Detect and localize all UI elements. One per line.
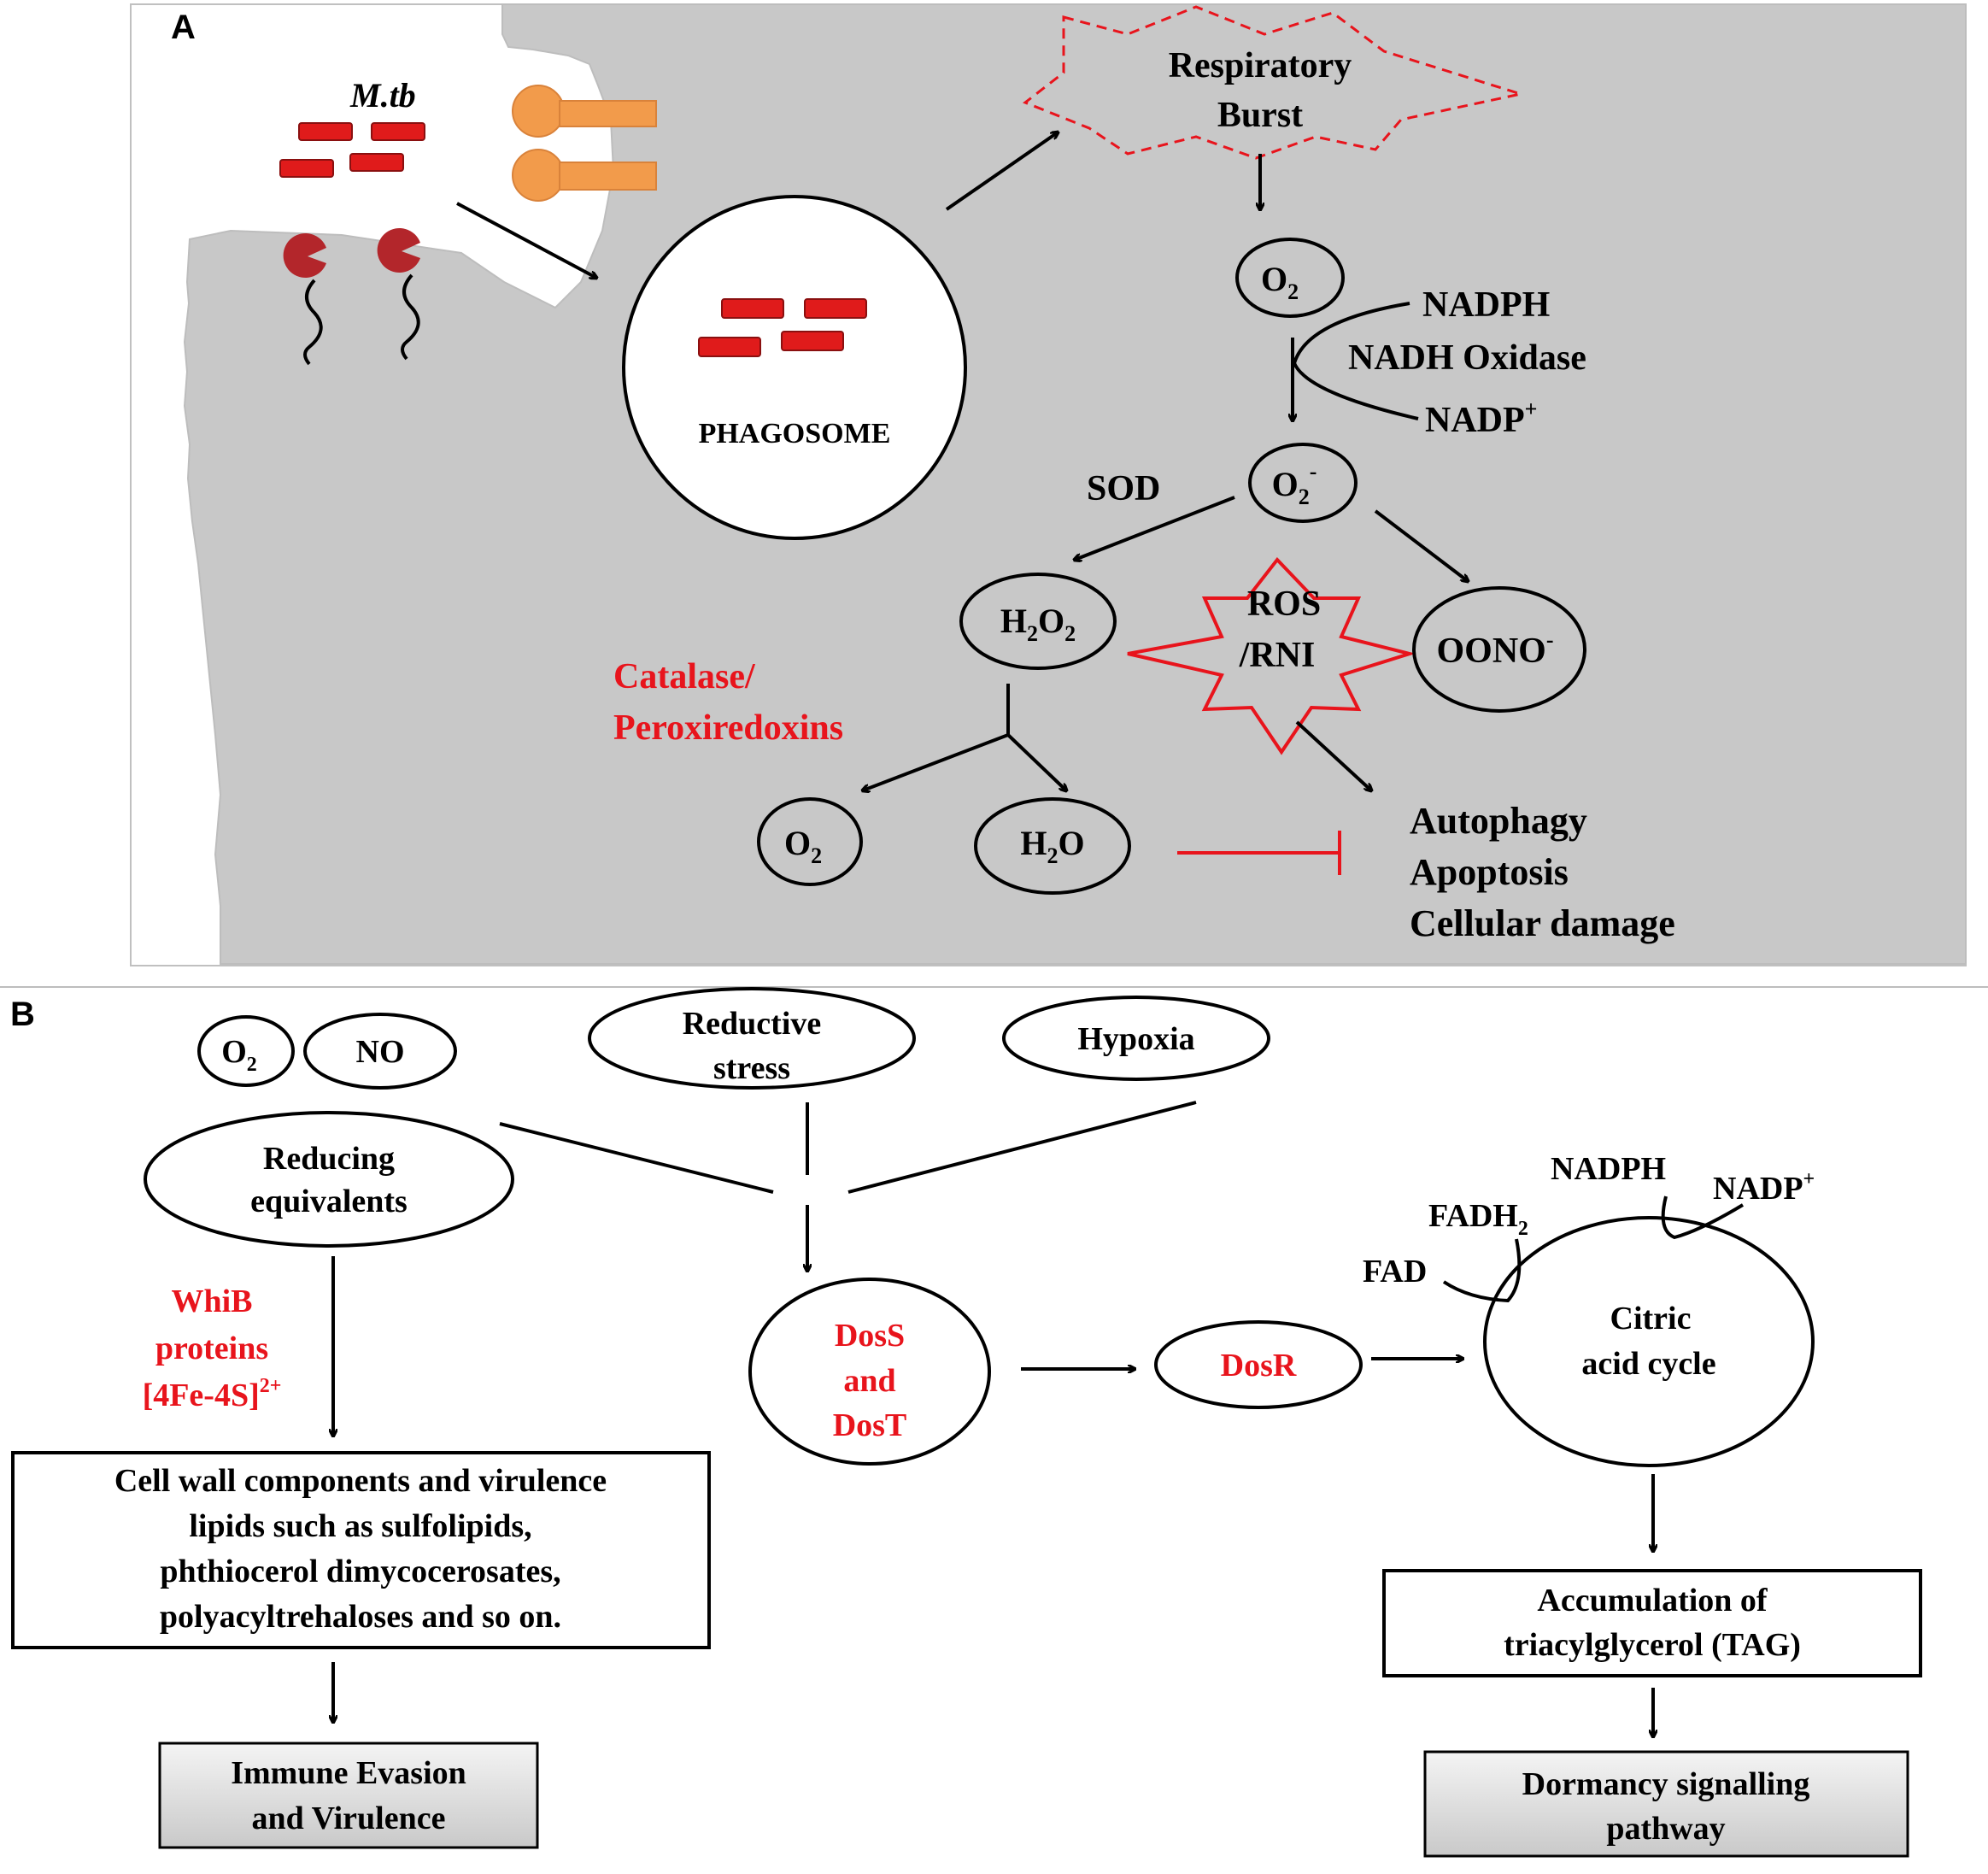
h2o-node bbox=[974, 797, 1131, 895]
immune-evasion-line1: Immune Evasion bbox=[231, 1755, 466, 1791]
proteins-label: proteins bbox=[155, 1331, 268, 1366]
nadph-cofactor-curve bbox=[1292, 302, 1419, 420]
dos-s-t-node bbox=[748, 1278, 991, 1466]
superoxide-node bbox=[1248, 443, 1358, 523]
cycle-nadph-label: NADPH bbox=[1551, 1151, 1666, 1187]
h2o-label: H2O bbox=[1020, 824, 1084, 868]
panel-b-label: B bbox=[10, 996, 35, 1033]
outcome-autophagy: Autophagy bbox=[1410, 800, 1587, 842]
tag-line2: triacylglycerol (TAG) bbox=[1504, 1627, 1801, 1663]
b-o2-node bbox=[197, 1015, 295, 1087]
outcome-apoptosis: Apoptosis bbox=[1410, 851, 1569, 893]
peroxiredoxins-label: Peroxiredoxins bbox=[613, 708, 843, 748]
dosr-label: DosR bbox=[1221, 1348, 1297, 1383]
mtb-label: M.tb bbox=[349, 76, 416, 115]
equivalents-label: equivalents bbox=[250, 1184, 408, 1219]
reducing-equivalents-node bbox=[144, 1111, 514, 1248]
oono-node bbox=[1412, 586, 1586, 713]
arrow-to-h2o bbox=[1006, 733, 1066, 790]
nadph-label: NADPH bbox=[1422, 285, 1550, 325]
nadp-label: NADP+ bbox=[1425, 397, 1537, 440]
o2-node bbox=[1235, 238, 1345, 318]
hypoxia-node bbox=[1002, 996, 1270, 1081]
whib-label: WhiB bbox=[171, 1284, 252, 1319]
immune-evasion-line2: and Virulence bbox=[252, 1801, 446, 1836]
panel-a: A M.tb PHAGOS bbox=[130, 3, 1967, 966]
respiratory-burst-star bbox=[1023, 5, 1526, 160]
panel-a-label: A bbox=[171, 9, 196, 46]
o2-product-label: O2 bbox=[784, 824, 822, 868]
stress-label: stress bbox=[713, 1050, 790, 1086]
dormancy-line2: pathway bbox=[1606, 1811, 1725, 1847]
arrow-to-burst bbox=[945, 132, 1058, 211]
cycle-nadp-label: NADP+ bbox=[1713, 1168, 1815, 1207]
cell-wall-line3: phthiocerol dimycocerosates, bbox=[160, 1554, 560, 1589]
cell-wall-line2: lipids such as sulfolipids, bbox=[189, 1508, 531, 1544]
catalase-label: Catalase/ bbox=[613, 657, 756, 696]
phagosome-label: PHAGOSOME bbox=[699, 418, 891, 449]
macrophage-cell bbox=[183, 3, 1967, 965]
doss-label: DosS bbox=[835, 1318, 905, 1354]
and-label: and bbox=[843, 1363, 895, 1399]
tag-line1: Accumulation of bbox=[1537, 1583, 1768, 1618]
reductive-label: Reductive bbox=[683, 1006, 822, 1042]
cell-wall-box bbox=[11, 1451, 711, 1649]
arrow-to-phagosome bbox=[456, 202, 596, 278]
ros-label: ROS bbox=[1247, 585, 1321, 624]
respiratory-burst-line1: Respiratory bbox=[1169, 46, 1352, 85]
dosr-node bbox=[1154, 1320, 1363, 1409]
b-no-label: NO bbox=[356, 1034, 405, 1070]
receptor-dark-red bbox=[283, 228, 420, 366]
ros-rni-star bbox=[1127, 556, 1416, 755]
panel-b: B O2 NO Reductive stress Hypoxia Reducin… bbox=[10, 987, 1922, 1858]
fad-cycle-curve bbox=[1442, 1238, 1522, 1303]
arrow-ros-to-outcomes bbox=[1295, 720, 1371, 790]
oono-label: OONO- bbox=[1436, 627, 1553, 671]
h2o2-label: H2O2 bbox=[1000, 602, 1076, 646]
fadh2-label: FADH2 bbox=[1428, 1198, 1528, 1240]
phagosome bbox=[622, 195, 967, 540]
outcome-cellular-damage: Cellular damage bbox=[1410, 902, 1675, 944]
tag-box bbox=[1382, 1569, 1922, 1677]
cell-wall-line1: Cell wall components and virulence bbox=[114, 1463, 607, 1499]
arrow-to-oono bbox=[1374, 509, 1468, 581]
receptor-orange bbox=[512, 85, 657, 202]
converge-line-left bbox=[499, 1122, 774, 1194]
fad-label: FAD bbox=[1363, 1254, 1427, 1289]
acid-cycle-label: acid cycle bbox=[1581, 1346, 1715, 1382]
dormancy-line1: Dormancy signalling bbox=[1522, 1766, 1810, 1802]
rni-label: /RNI bbox=[1239, 636, 1316, 675]
citric-label: Citric bbox=[1610, 1301, 1692, 1336]
dost-label: DosT bbox=[833, 1407, 907, 1443]
dormancy-box bbox=[1423, 1750, 1909, 1858]
phagosome-bacteria bbox=[698, 298, 867, 357]
reductive-stress-node bbox=[588, 987, 916, 1090]
mtb-bacteria bbox=[279, 122, 425, 178]
immune-evasion-box bbox=[158, 1742, 539, 1849]
reducing-label: Reducing bbox=[263, 1141, 395, 1177]
nadh-oxidase-label: NADH Oxidase bbox=[1348, 338, 1586, 378]
b-no-node bbox=[303, 1013, 457, 1090]
h2o2-node bbox=[959, 573, 1117, 670]
o2-product-node bbox=[757, 797, 863, 886]
cell-wall-line4: polyacyltrehaloses and so on. bbox=[160, 1599, 561, 1635]
o2-label: O2 bbox=[1261, 260, 1299, 304]
superoxide-label: O2- bbox=[1272, 459, 1317, 509]
b-o2-label: O2 bbox=[221, 1034, 257, 1076]
arrow-to-o2-product bbox=[863, 733, 1009, 790]
citric-acid-cycle-node bbox=[1483, 1216, 1815, 1467]
respiratory-burst-line2: Burst bbox=[1217, 96, 1303, 135]
nadph-cycle-curve bbox=[1661, 1195, 1745, 1240]
hypoxia-label: Hypoxia bbox=[1077, 1021, 1194, 1057]
fe-s-cluster-label: [4Fe-4S]2+ bbox=[143, 1375, 282, 1413]
sod-label: SOD bbox=[1087, 469, 1160, 508]
arrow-to-h2o2 bbox=[1075, 496, 1235, 560]
converge-line-right bbox=[847, 1101, 1197, 1194]
